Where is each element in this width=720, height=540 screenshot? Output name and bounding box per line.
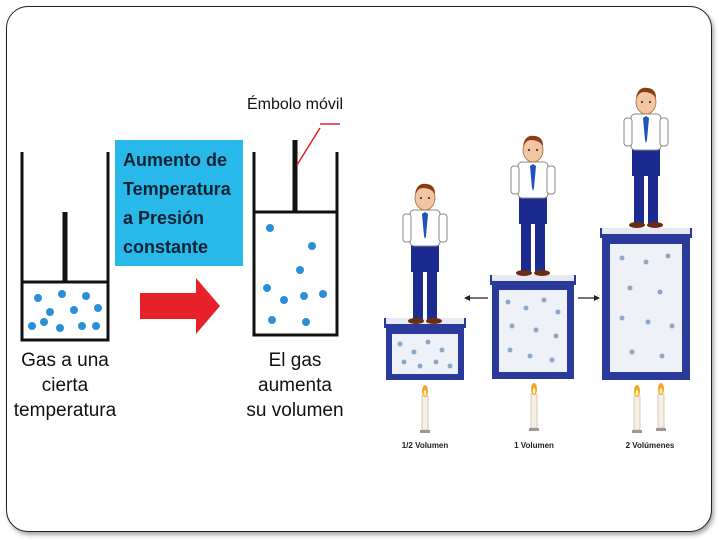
gas-particles-before [28, 290, 102, 332]
half-volume-box [384, 318, 466, 380]
callout-box: Aumento de Temperatura a Presión constan… [115, 140, 243, 266]
one-volume-box [490, 275, 576, 379]
man-two-volumes [623, 87, 669, 229]
slide-frame [6, 6, 712, 532]
after-caption: El gas aumenta su volumen [246, 350, 344, 421]
pointer-line [296, 127, 321, 166]
man-half-volume [402, 183, 448, 325]
two-volume-box [600, 228, 692, 380]
container-after [252, 123, 340, 337]
two-volumes-label: 2 Volúmenes [625, 441, 675, 450]
callout-line-2: Temperatura [123, 179, 231, 199]
callout-line-3: a Presión [123, 208, 205, 228]
callout-line-1: Aumento de [123, 150, 228, 170]
candle-icon [631, 384, 643, 434]
man-one-volume [510, 135, 556, 277]
candle-icon [655, 382, 667, 432]
before-caption: Gas a una cierta temperatura [13, 350, 117, 421]
right-arrow-icon [578, 295, 600, 301]
callout-line-4: constante [123, 237, 209, 257]
one-volume-label: 1 Volumen [514, 441, 554, 450]
piston-label: Émbolo móvil [246, 96, 344, 113]
red-arrow-icon [140, 278, 220, 334]
candle-icon [419, 384, 431, 434]
candle-icon [528, 382, 540, 432]
container-before [20, 152, 110, 342]
half-volume-label: 1/2 Volumen [401, 441, 449, 450]
gas-particles-after [263, 224, 327, 326]
left-arrow-icon [464, 295, 488, 301]
